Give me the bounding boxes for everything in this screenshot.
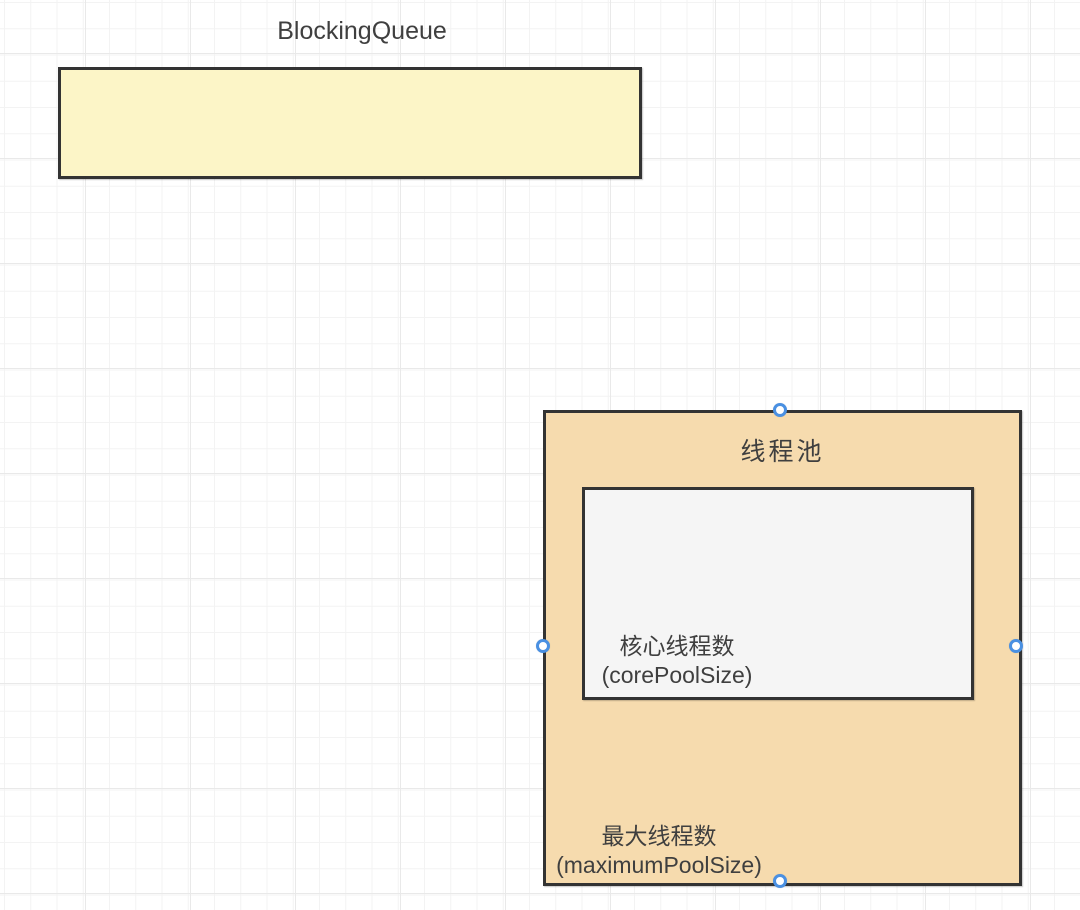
resize-handle-right[interactable]: [1009, 639, 1023, 653]
resize-handle-top[interactable]: [773, 403, 787, 417]
max-threads-label: 最大线程数 (maximumPoolSize): [556, 823, 762, 878]
blocking-queue-label[interactable]: BlockingQueue: [277, 17, 447, 45]
thread-pool-title: 线程池: [740, 438, 825, 466]
blocking-queue-shape[interactable]: [58, 67, 642, 179]
thread-pool-shape[interactable]: 线程池 核心线程数 (corePoolSize) 最大线程数 (maximumP…: [543, 410, 1022, 886]
resize-handle-bottom[interactable]: [773, 874, 787, 888]
core-pool-shape[interactable]: 核心线程数 (corePoolSize): [582, 487, 974, 700]
core-pool-label: 核心线程数 (corePoolSize): [601, 633, 753, 688]
resize-handle-left[interactable]: [536, 639, 550, 653]
